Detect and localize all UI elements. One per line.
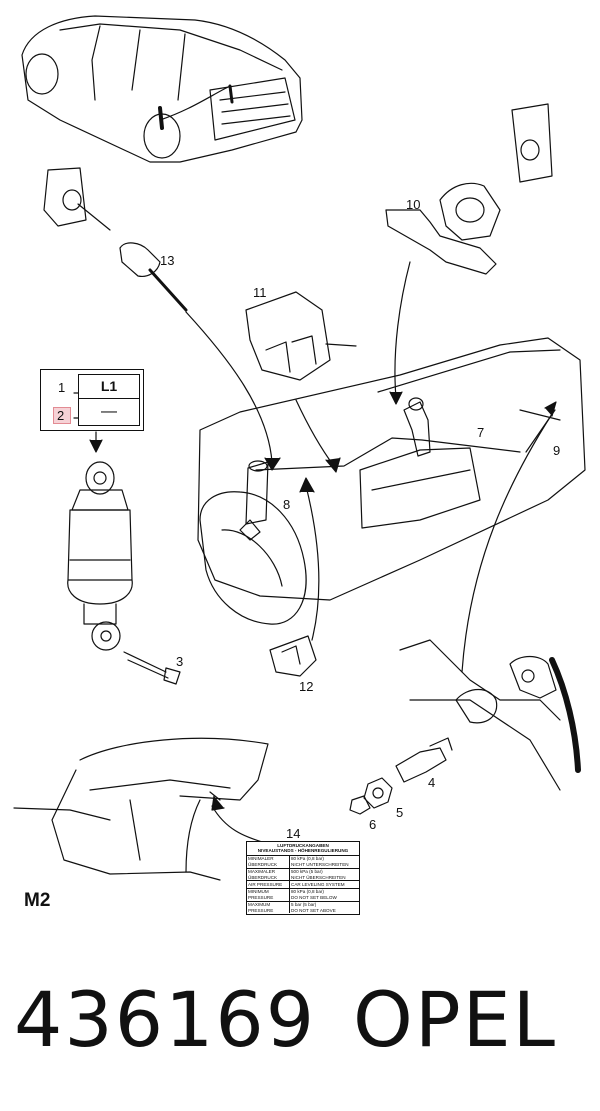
plate-cell: CAR LEVELING SYSTEM	[291, 881, 345, 887]
callout-12: 12	[299, 679, 314, 694]
plate-cell: MAXIMALER	[248, 869, 276, 875]
plate-cell: AIR PRESSURE	[248, 881, 283, 887]
section-code: M2	[24, 890, 51, 911]
callout-7: 7	[477, 425, 485, 440]
parts-diagram	[13, 15, 586, 881]
plate-cell: ÜBERDRUCK	[248, 861, 278, 867]
plate-cell: MINIMALER	[248, 856, 274, 862]
tailgate-illustration	[13, 737, 269, 881]
plate-header: LUFTDRUCKANGABEN NIVEAUSTANDS - HÖHENREG…	[247, 842, 359, 856]
callout-2-highlighted: 2	[53, 407, 71, 424]
plate-cell: MINIMUM	[248, 889, 269, 895]
plate-header-line-2: NIVEAUSTANDS - HÖHENREGULIERUNG	[257, 848, 349, 854]
legend-box: L1 —	[78, 374, 140, 426]
plate-cell: 5 bar (5 bar)	[291, 902, 317, 908]
plate-cell: NICHT UNTERSCHREITEN	[291, 861, 349, 867]
part-12-clip	[269, 477, 320, 677]
height-sensor-mount	[511, 103, 553, 183]
callout-8: 8	[283, 497, 291, 512]
brand-name: OPEL	[353, 975, 558, 1064]
plate-cell: DO NOT SET ABOVE	[291, 907, 336, 913]
callout-13: 13	[160, 253, 175, 268]
air-pressure-label-plate: LUFTDRUCKANGABEN NIVEAUSTANDS - HÖHENREG…	[246, 841, 360, 915]
callout-4: 4	[428, 775, 436, 790]
callout-10: 10	[406, 197, 421, 212]
part-number: 436169	[14, 975, 317, 1064]
plate-cell: PRESSURE	[248, 894, 274, 900]
callout-11: 11	[253, 285, 267, 300]
plate-cell: 80 kPa (0,8 bar)	[291, 889, 324, 895]
plate-cell: 80 kPa (0,8 bar)	[291, 856, 324, 862]
callout-9: 9	[553, 443, 561, 458]
part-4-valve	[395, 737, 453, 783]
plate-header-line-1: LUFTDRUCKANGABEN	[277, 843, 329, 848]
legend-label: L1	[79, 375, 139, 399]
plate-cell: PRESSURE	[248, 907, 274, 913]
car-overview-illustration	[21, 15, 303, 163]
callout-6: 6	[369, 817, 377, 832]
plate-cell: NICHT ÜBERSCHREITEN	[291, 874, 346, 880]
plate-cell: 500 kPa (5 bar)	[291, 869, 323, 875]
part-5-nut	[363, 777, 393, 809]
compressor-mount-area	[399, 639, 581, 791]
plate-cell: MAXIMUM	[248, 902, 271, 908]
part-10-air-connector	[385, 182, 501, 405]
plate-cell: ÜBERDRUCK	[248, 874, 278, 880]
part-13-height-sensor	[43, 167, 281, 471]
legend-dash: —	[101, 403, 117, 420]
callout-14: 14	[286, 826, 301, 841]
callout-1: 1	[58, 380, 66, 395]
callout-5: 5	[396, 805, 404, 820]
air-shock-absorber	[67, 431, 181, 685]
rear-car-body	[197, 337, 586, 625]
part-6-cap	[349, 795, 371, 815]
footer: 436169 OPEL	[0, 975, 600, 1085]
callout-3: 3	[176, 654, 184, 669]
plate-cell: DO NOT SET BELOW	[291, 894, 337, 900]
plate-row: AIR PRESSURE CAR LEVELING SYSTEM	[247, 881, 359, 889]
part-11-bracket	[245, 291, 357, 473]
legend-frame	[40, 369, 144, 431]
